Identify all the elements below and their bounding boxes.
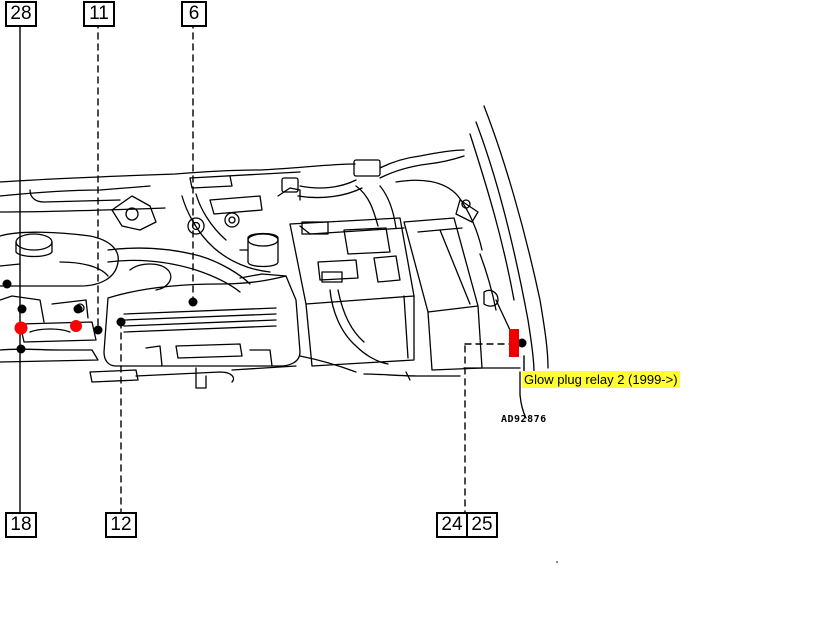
engine-cover xyxy=(103,273,301,367)
glow-plug-relay-label: Glow plug relay 2 (1999->) xyxy=(522,371,680,388)
callout-12: 12 xyxy=(105,512,137,538)
callout-6: 6 xyxy=(181,1,207,27)
callout-24: 24 xyxy=(436,512,468,538)
callout-25: 25 xyxy=(466,512,498,538)
coolant-reservoir xyxy=(0,231,119,287)
front-panel xyxy=(0,163,356,213)
engine-brackets xyxy=(111,177,301,268)
glow-plug-relay-2-marker xyxy=(509,329,519,357)
callout-28: 28 xyxy=(5,1,37,27)
red-marker-18 xyxy=(14,321,28,335)
red-markers xyxy=(14,320,519,357)
battery xyxy=(289,217,415,381)
wiring-loom xyxy=(297,149,497,311)
solid-leader-lines xyxy=(19,21,525,514)
fender-outline xyxy=(469,105,549,419)
callout-18: 18 xyxy=(5,512,37,538)
red-marker-11 xyxy=(70,320,82,332)
leader-lines xyxy=(97,21,515,514)
callout-11: 11 xyxy=(83,1,115,27)
diagram-reference-code: AD92876 xyxy=(501,414,547,425)
connection-dots xyxy=(2,279,527,354)
fuse-box xyxy=(403,217,511,371)
